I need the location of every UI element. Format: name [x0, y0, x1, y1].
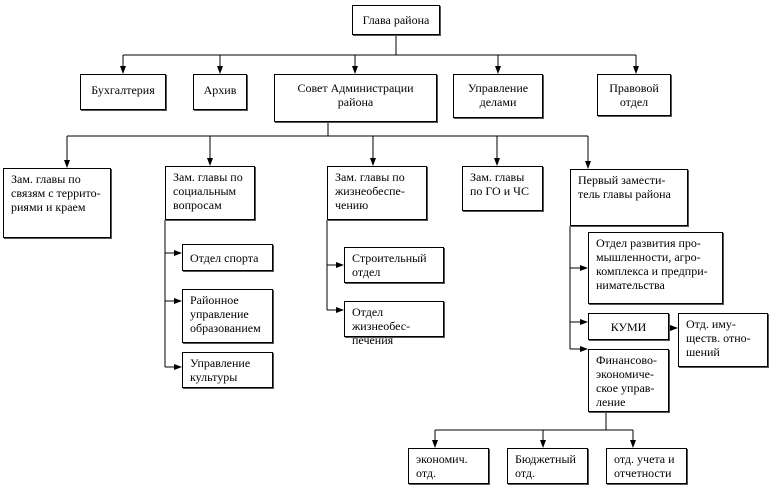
legal-box: Правовой отдел	[597, 74, 671, 116]
affairs-box: Управление делами	[453, 74, 543, 118]
culture-dept-box: Управление культуры	[182, 352, 273, 388]
deputy-life-support-box: Зам. главы по жизнеобеспе- чению	[327, 166, 427, 220]
industry-dept-box: Отдел развития про- мышленности, агро- к…	[588, 232, 723, 304]
construction-dept-box: Строительный отдел	[344, 247, 444, 283]
economic-dept-box: экономич. отд.	[408, 448, 489, 484]
deputy-territories-box: Зам. главы по связям с террито- риями и …	[3, 168, 111, 238]
head-box: Глава района	[352, 5, 440, 35]
deputy-civil-defense-box: Зам. главы по ГО и ЧС	[462, 166, 543, 211]
life-support-dept-box: Отдел жизнеобес- печения	[344, 301, 444, 347]
council-box: Совет Администрации района	[274, 74, 437, 122]
property-dept-box: Отд. иму- ществ. отно- шений	[678, 313, 768, 367]
sport-dept-box: Отдел спорта	[182, 244, 273, 271]
education-dept-box: Районное управление образованием	[182, 289, 273, 343]
accounting-reporting-box: отд. учета и отчетности	[606, 448, 687, 484]
deputy-social-box: Зам. главы по социальным вопросам	[165, 166, 255, 220]
budget-dept-box: Бюджетный отд.	[507, 448, 588, 484]
archive-box: Архив	[193, 74, 247, 110]
finance-dept-box: Финансово- экономиче- ское управ- ление	[588, 349, 669, 412]
accounting-box: Бухгалтерия	[80, 74, 166, 110]
first-deputy-box: Первый замести- тель главы района	[570, 169, 688, 226]
kumi-box: КУМИ	[588, 313, 669, 340]
